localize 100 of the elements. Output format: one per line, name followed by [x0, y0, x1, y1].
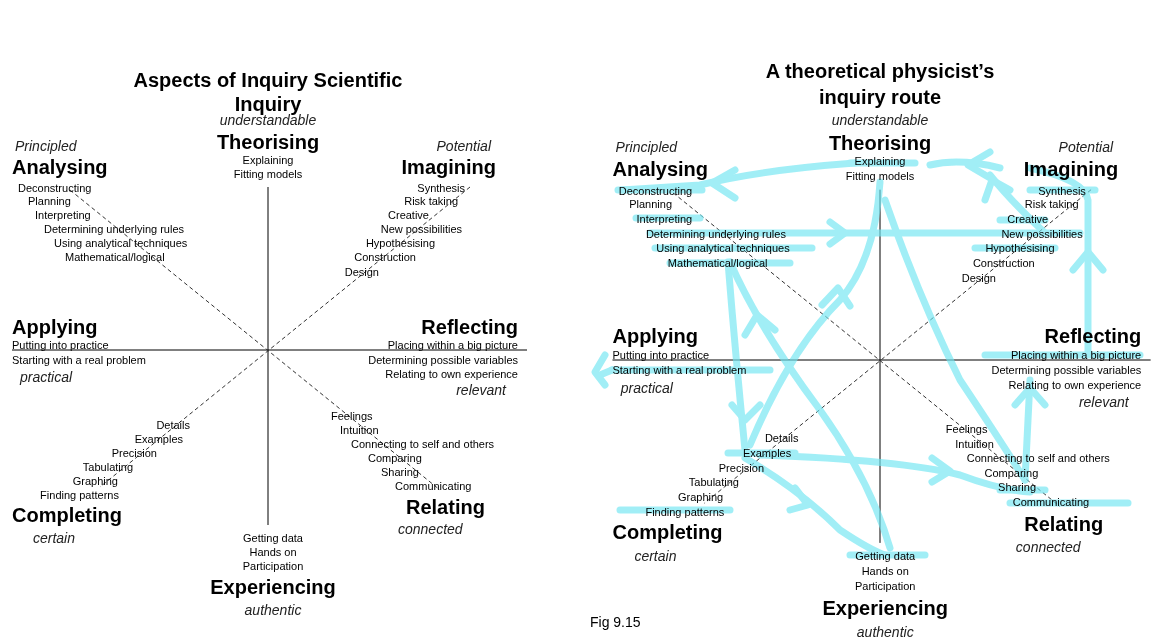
aspect-heading: Theorising	[216, 131, 320, 153]
activity-label: Creative	[1007, 211, 1049, 226]
activity-label: Examples	[742, 446, 792, 460]
activity-label: Planning	[629, 197, 672, 212]
figure-caption: Fig 9.15	[590, 614, 641, 630]
route-title: A theoretical physicist’s inquiry route	[764, 59, 996, 110]
activity-label: Intuition	[340, 423, 379, 437]
quality-label: certain	[634, 548, 677, 565]
aspect-heading: Completing	[12, 504, 122, 526]
aspect-heading: Relating	[1024, 513, 1104, 536]
activity-label: Deconstructing	[18, 181, 92, 195]
quality-label: Potential	[436, 138, 491, 154]
activity-label: Using analytical techniques	[656, 241, 790, 256]
quality-label: relevant	[456, 382, 506, 398]
activity-label: Synthesis	[1038, 183, 1086, 198]
aspect-heading: Imagining	[401, 156, 496, 178]
activity-label: Starting with a real problem	[612, 363, 747, 378]
activity-label: Feelings	[331, 409, 373, 423]
activity-label: Fitting models	[233, 167, 303, 181]
aspect-heading: Theorising	[828, 131, 932, 154]
activity-label: Intuition	[955, 436, 994, 451]
quality-label: authentic	[244, 602, 302, 618]
activity-label: Synthesis	[417, 181, 465, 195]
activity-label: Mathematical/logical	[667, 255, 768, 270]
activity-label: Starting with a real problem	[12, 353, 146, 367]
activity-label: Hands on	[861, 564, 909, 579]
activity-label: Sharing	[998, 480, 1036, 495]
activity-label: Examples	[134, 432, 183, 446]
activity-label: New possibilities	[1001, 226, 1083, 241]
activity-label: Putting into practice	[612, 347, 710, 362]
aspect-heading: Imagining	[1023, 157, 1119, 180]
activity-label: Participation	[242, 559, 304, 573]
activity-label: Placing within a big picture	[1011, 347, 1142, 362]
aspect-heading: Reflecting	[1044, 324, 1142, 347]
aspect-heading: Completing	[612, 521, 723, 544]
activity-label: Placing within a big picture	[387, 338, 518, 352]
quality-label: Principled	[615, 138, 678, 155]
activity-label: Graphing	[678, 489, 724, 504]
activity-label: Connecting to self and others	[966, 451, 1110, 466]
activity-label: Tabulating	[82, 460, 133, 474]
aspect-heading: Analysing	[612, 157, 709, 180]
activity-label: Determining underlying rules	[645, 226, 786, 241]
activity-label: Precision	[111, 446, 157, 460]
activity-label: Relating to own experience	[385, 367, 518, 381]
activity-label: Feelings	[945, 421, 988, 436]
activity-label: Determining possible variables	[991, 363, 1142, 378]
activity-label: Details	[764, 431, 799, 446]
quality-label: Potential	[1058, 138, 1114, 155]
activity-label: Relating to own experience	[1008, 378, 1142, 393]
activity-label: Design	[344, 265, 379, 279]
activity-label: Comparing	[984, 465, 1039, 480]
activity-label: Planning	[28, 194, 71, 208]
activity-label: Determining possible variables	[368, 353, 518, 367]
quality-label: relevant	[1078, 393, 1129, 410]
activity-label: Construction	[354, 250, 416, 264]
activity-label: Hypothesising	[985, 241, 1055, 256]
activity-label: Finding patterns	[40, 488, 119, 502]
activity-label: Putting into practice	[12, 338, 109, 352]
activity-label: Deconstructing	[618, 183, 693, 198]
activity-label: Risk taking	[1024, 197, 1079, 212]
quality-label: practical	[20, 369, 73, 385]
activity-label: Tabulating	[688, 475, 739, 490]
activity-label: Graphing	[72, 474, 118, 488]
activity-label: Communicating	[395, 479, 472, 493]
aspect-heading: Experiencing	[210, 576, 336, 598]
aspect-heading: Analysing	[12, 156, 108, 178]
activity-label: Connecting to self and others	[351, 437, 495, 451]
activity-label: Getting data	[243, 531, 303, 545]
activity-label: Determining underlying rules	[44, 222, 184, 236]
activity-label: Hands on	[249, 545, 297, 559]
activity-label: Getting data	[855, 549, 916, 564]
activity-label: Comparing	[368, 451, 422, 465]
quality-label: practical	[620, 380, 673, 397]
activity-label: Communicating	[1012, 495, 1090, 510]
activity-label: New possibilities	[380, 222, 462, 236]
quality-label: certain	[33, 530, 76, 546]
activity-label: Details	[156, 418, 190, 432]
activity-label: Participation	[854, 578, 916, 593]
activity-label: Precision	[718, 460, 764, 475]
activity-label: Risk taking	[404, 194, 458, 208]
activity-label: Explaining	[854, 154, 906, 169]
aspects-title: Aspects of Inquiry Scientific Inquiry	[132, 68, 404, 115]
quality-label: connected	[1015, 539, 1081, 556]
aspect-heading: Applying	[12, 316, 98, 338]
activity-label: Construction	[972, 255, 1035, 270]
activity-label: Interpreting	[636, 211, 693, 226]
activity-label: Finding patterns	[645, 504, 725, 519]
activity-label: Design	[961, 271, 996, 286]
activity-label: Fitting models	[845, 169, 915, 184]
quality-label: connected	[398, 521, 463, 537]
aspect-heading: Relating	[406, 496, 485, 518]
aspect-heading: Experiencing	[822, 596, 948, 619]
aspect-heading: Applying	[612, 324, 698, 347]
quality-label: understandable	[831, 111, 929, 128]
activity-label: Mathematical/logical	[65, 250, 165, 264]
activity-label: Explaining	[242, 153, 294, 167]
activity-label: Creative	[388, 208, 429, 222]
activity-label: Hypothesising	[365, 236, 435, 250]
quality-label: authentic	[856, 623, 914, 637]
aspect-heading: Reflecting	[421, 316, 518, 338]
